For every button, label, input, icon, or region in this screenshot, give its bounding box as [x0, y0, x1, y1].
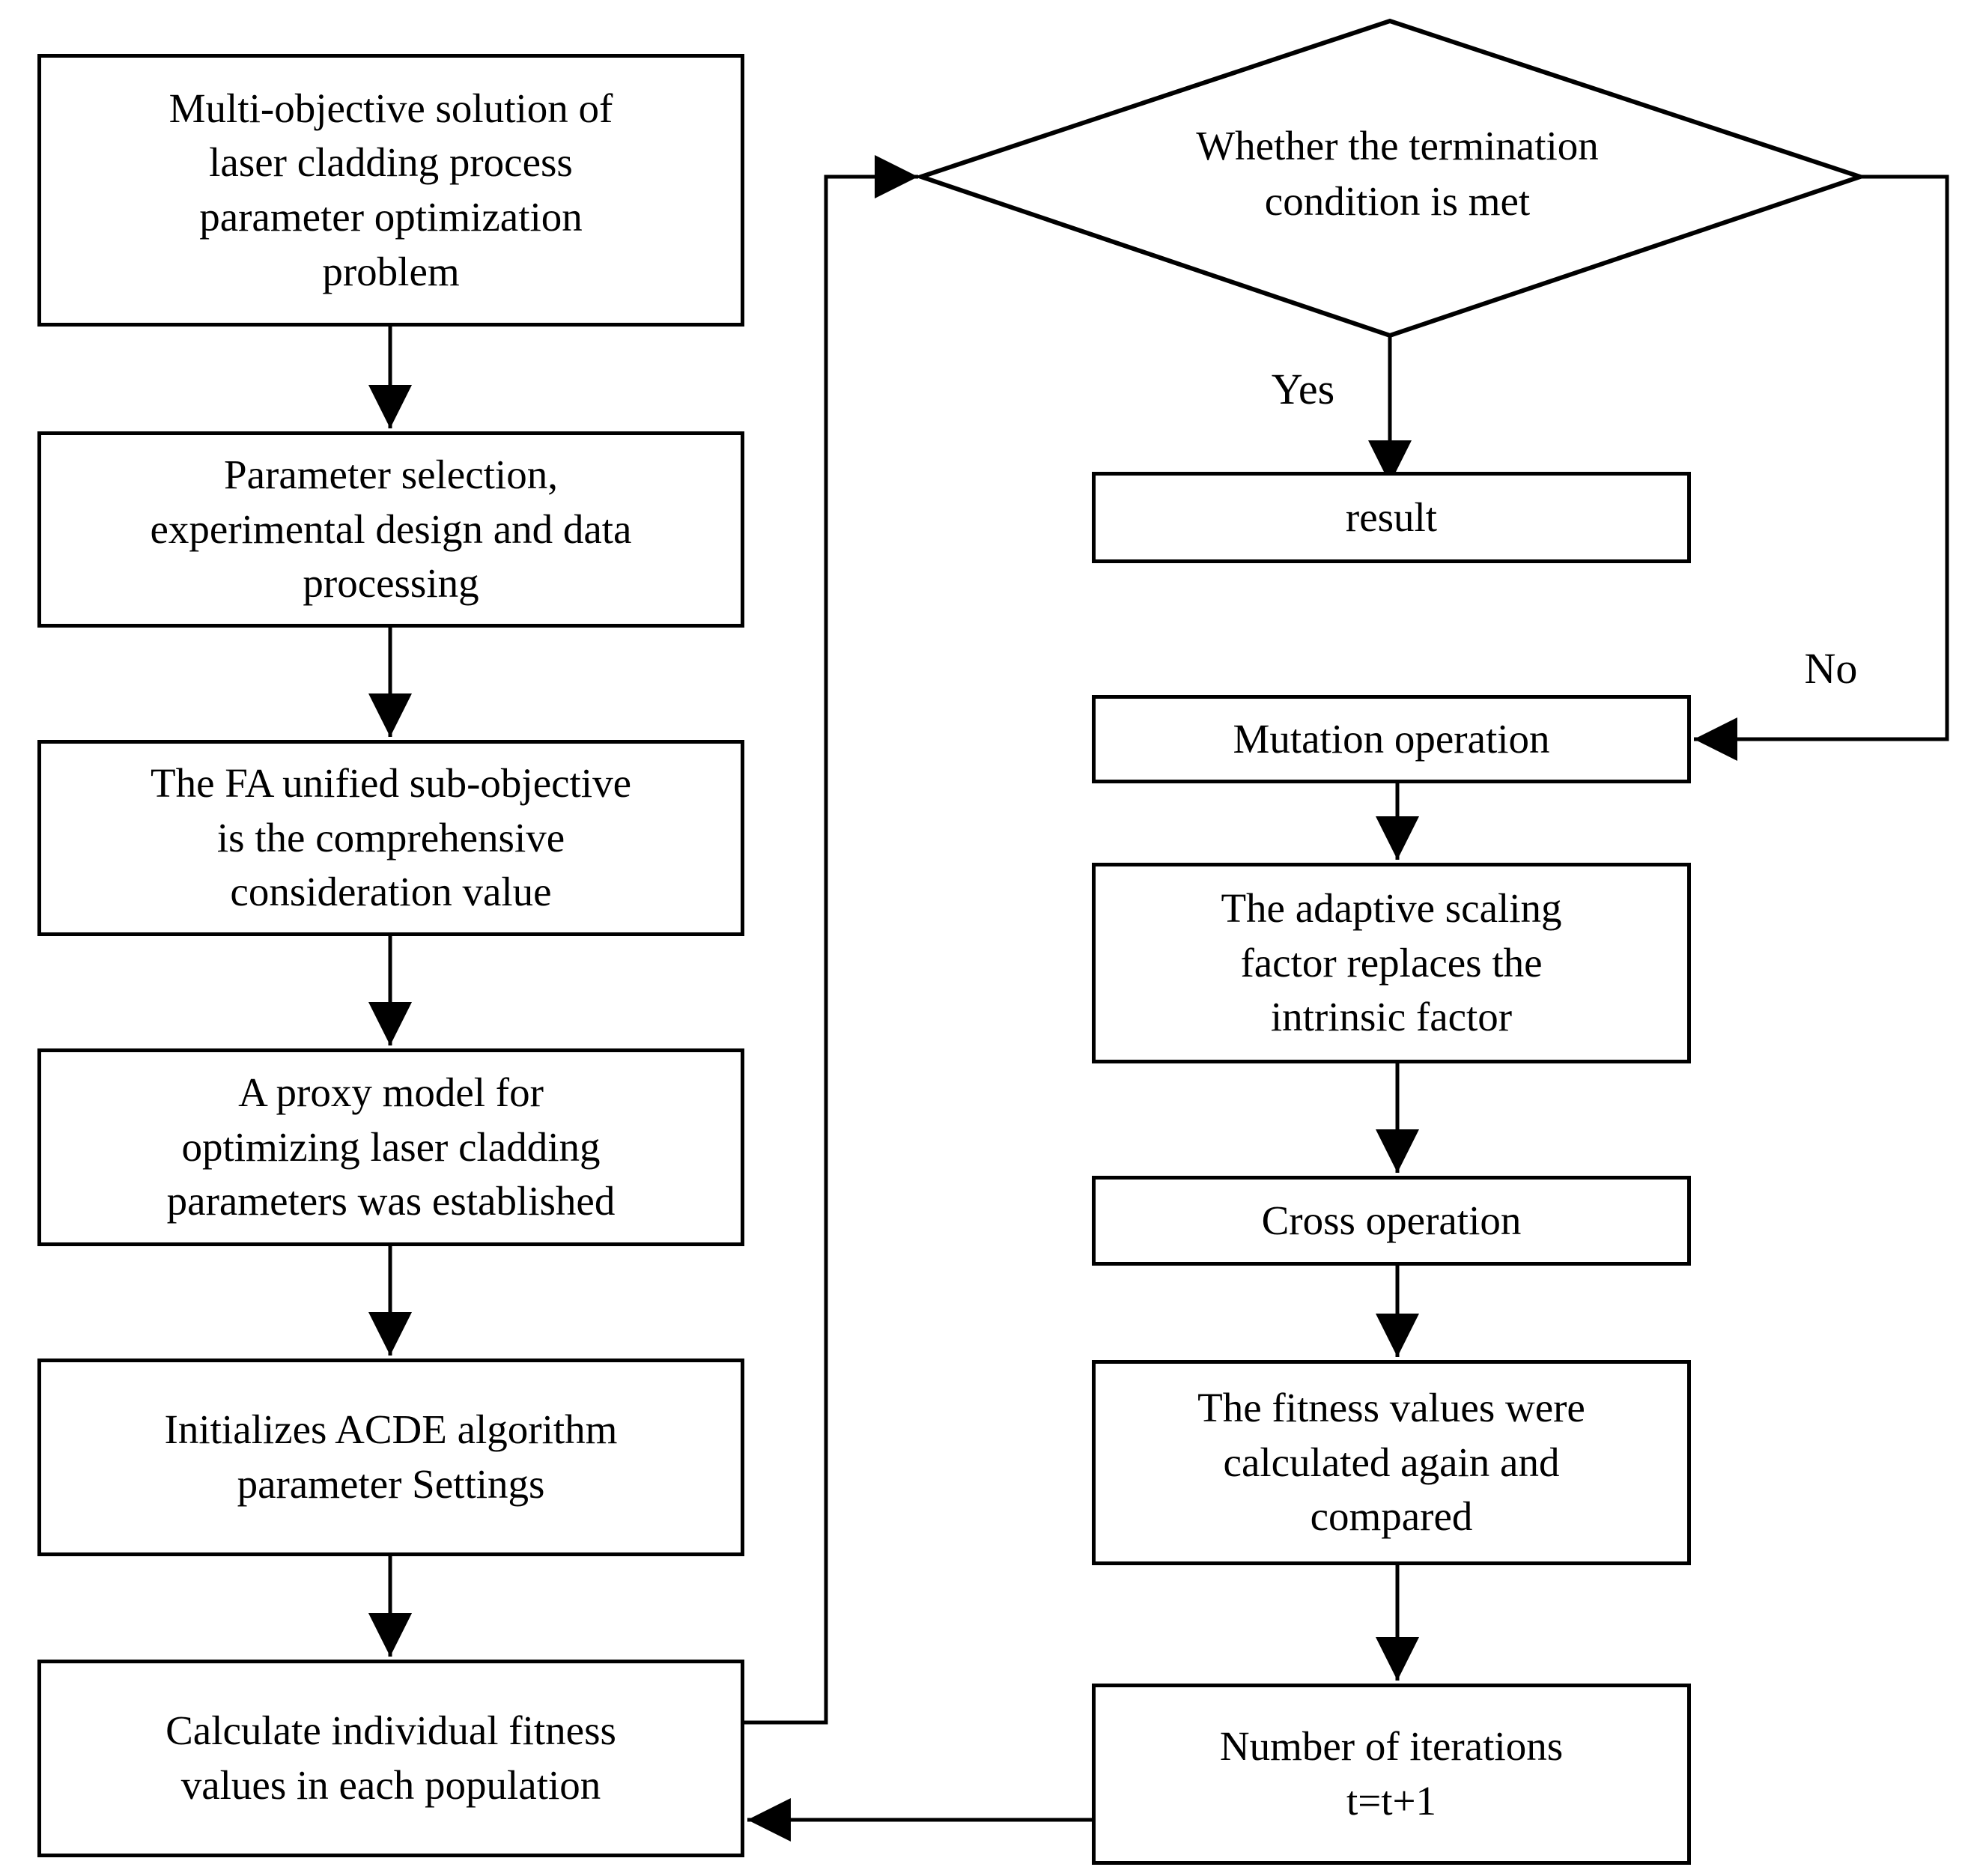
- node-iteration-counter: Number of iterations t=t+1: [1092, 1684, 1691, 1865]
- node-proxy-model: A proxy model for optimizing laser cladd…: [37, 1048, 744, 1246]
- node-adaptive-scaling-factor: The adaptive scaling factor replaces the…: [1092, 863, 1691, 1063]
- node-cross-operation: Cross operation: [1092, 1176, 1691, 1266]
- branch-label-no: No: [1804, 644, 1858, 693]
- branch-label-yes: Yes: [1271, 365, 1335, 413]
- node-multi-objective-problem: Multi-objective solution of laser claddi…: [37, 54, 744, 327]
- node-initialize-acde: Initializes ACDE algorithm parameter Set…: [37, 1359, 744, 1556]
- arrow-decision-no-to-mutation: [1694, 174, 1949, 761]
- node-result: result: [1092, 472, 1691, 563]
- node-calculate-fitness: Calculate individual fitness values in e…: [37, 1660, 744, 1857]
- node-fitness-recalculated: The fitness values were calculated again…: [1092, 1360, 1691, 1565]
- arrow-calculate-to-decision: [744, 155, 918, 1725]
- node-decision-termination: Whether the termination condition is met: [1196, 123, 1599, 225]
- node-fa-unified-sub-objective: The FA unified sub-objective is the comp…: [37, 740, 744, 936]
- node-parameter-selection: Parameter selection, experimental design…: [37, 431, 744, 628]
- node-mutation-operation: Mutation operation: [1092, 695, 1691, 783]
